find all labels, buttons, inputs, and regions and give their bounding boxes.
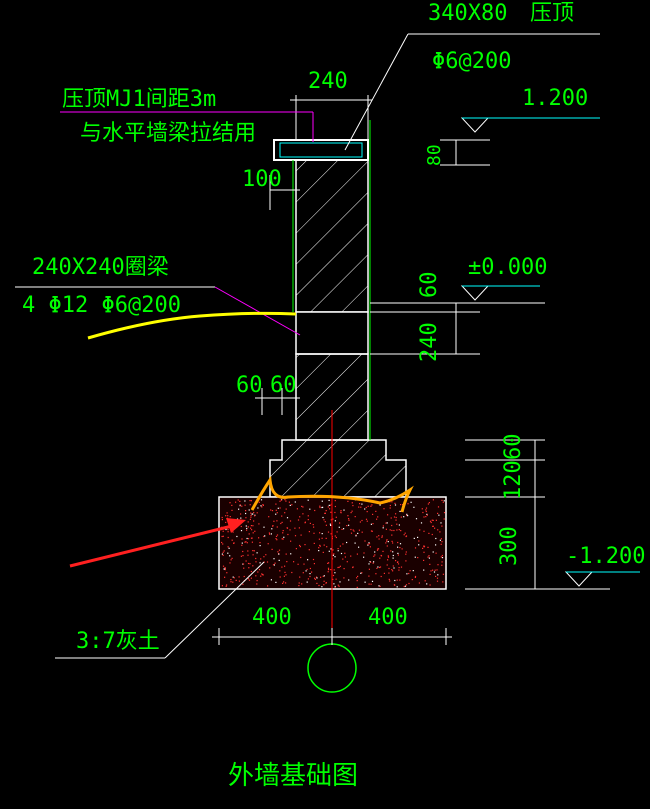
drawing-title: 外墙基础图 — [228, 761, 358, 791]
dim-300-label: 300 — [497, 526, 522, 566]
note-line1: 压顶MJ1间距3m — [62, 87, 216, 112]
dim-60-upper-label: 60 — [417, 272, 442, 299]
elevation-marker-top — [460, 117, 600, 133]
elev-bottom-label: -1.200 — [566, 544, 645, 569]
cap-size-label: 340X80 — [428, 1, 507, 26]
elev-zero-label: ±0.000 — [468, 255, 547, 280]
cap-rebar-label: Φ6@200 — [432, 49, 511, 74]
ring-beam — [295, 311, 369, 355]
cap-width-label: 240 — [308, 69, 348, 94]
yellow-markup — [87, 311, 297, 340]
dim-400-right-label: 400 — [368, 605, 408, 630]
cap-name-label: 压顶 — [530, 1, 574, 26]
elevation-marker-bottom — [564, 571, 640, 587]
soil-label: 3:7灰土 — [76, 629, 160, 654]
wall-upper — [295, 159, 369, 313]
ring-beam-rebar-label: 4 Φ12 Φ6@200 — [22, 293, 181, 318]
dim-60-right-label: 60 — [501, 434, 526, 461]
dim-60-left-a-label: 60 — [236, 373, 263, 398]
dim-120-label: 120 — [501, 460, 526, 500]
dim-60-left-b-label: 60 — [270, 373, 297, 398]
dim-80-label: 80 — [424, 144, 445, 166]
note-line2: 与水平墙梁拉结用 — [80, 121, 256, 146]
leader-lines — [15, 33, 600, 659]
axis-circle — [307, 643, 357, 693]
red-arrow — [69, 518, 246, 568]
dim-100-label: 100 — [242, 167, 282, 192]
ring-beam-label: 240X240圈梁 — [32, 255, 169, 280]
soil-dots — [221, 499, 446, 588]
dimension-lines — [212, 95, 610, 645]
elevation-marker-zero — [460, 285, 540, 301]
elev-top-label: 1.200 — [522, 86, 588, 111]
dim-400-left-label: 400 — [252, 605, 292, 630]
coping-cap-inner — [279, 142, 363, 158]
orange-markup — [250, 475, 414, 513]
stepped-footing — [269, 439, 407, 498]
dim-240-label: 240 — [417, 322, 442, 362]
